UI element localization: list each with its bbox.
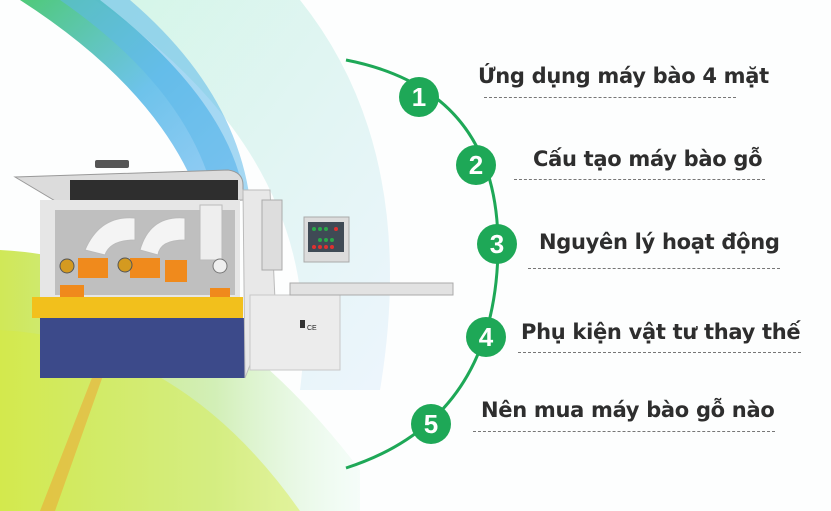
dotted-divider xyxy=(518,352,801,353)
number-badge: 3 xyxy=(477,224,517,264)
dotted-divider xyxy=(528,268,780,269)
menu-item-label: Nên mua máy bào gỗ nào xyxy=(481,398,775,422)
dotted-divider xyxy=(514,179,765,180)
number-badge: 5 xyxy=(411,404,451,444)
menu-item-label: Ứng dụng máy bào 4 mặt xyxy=(478,64,769,88)
menu-item-label: Phụ kiện vật tư thay thế xyxy=(521,320,801,344)
svg-text:CE: CE xyxy=(307,325,317,332)
number-badge: 2 xyxy=(456,145,496,185)
menu-item-label: Nguyên lý hoạt động xyxy=(539,230,780,254)
menu-item-label: Cấu tạo máy bào gỗ xyxy=(533,147,763,171)
dotted-divider xyxy=(484,97,736,98)
number-badge: 4 xyxy=(466,317,506,357)
number-badge: 1 xyxy=(399,77,439,117)
dotted-divider xyxy=(473,431,775,432)
